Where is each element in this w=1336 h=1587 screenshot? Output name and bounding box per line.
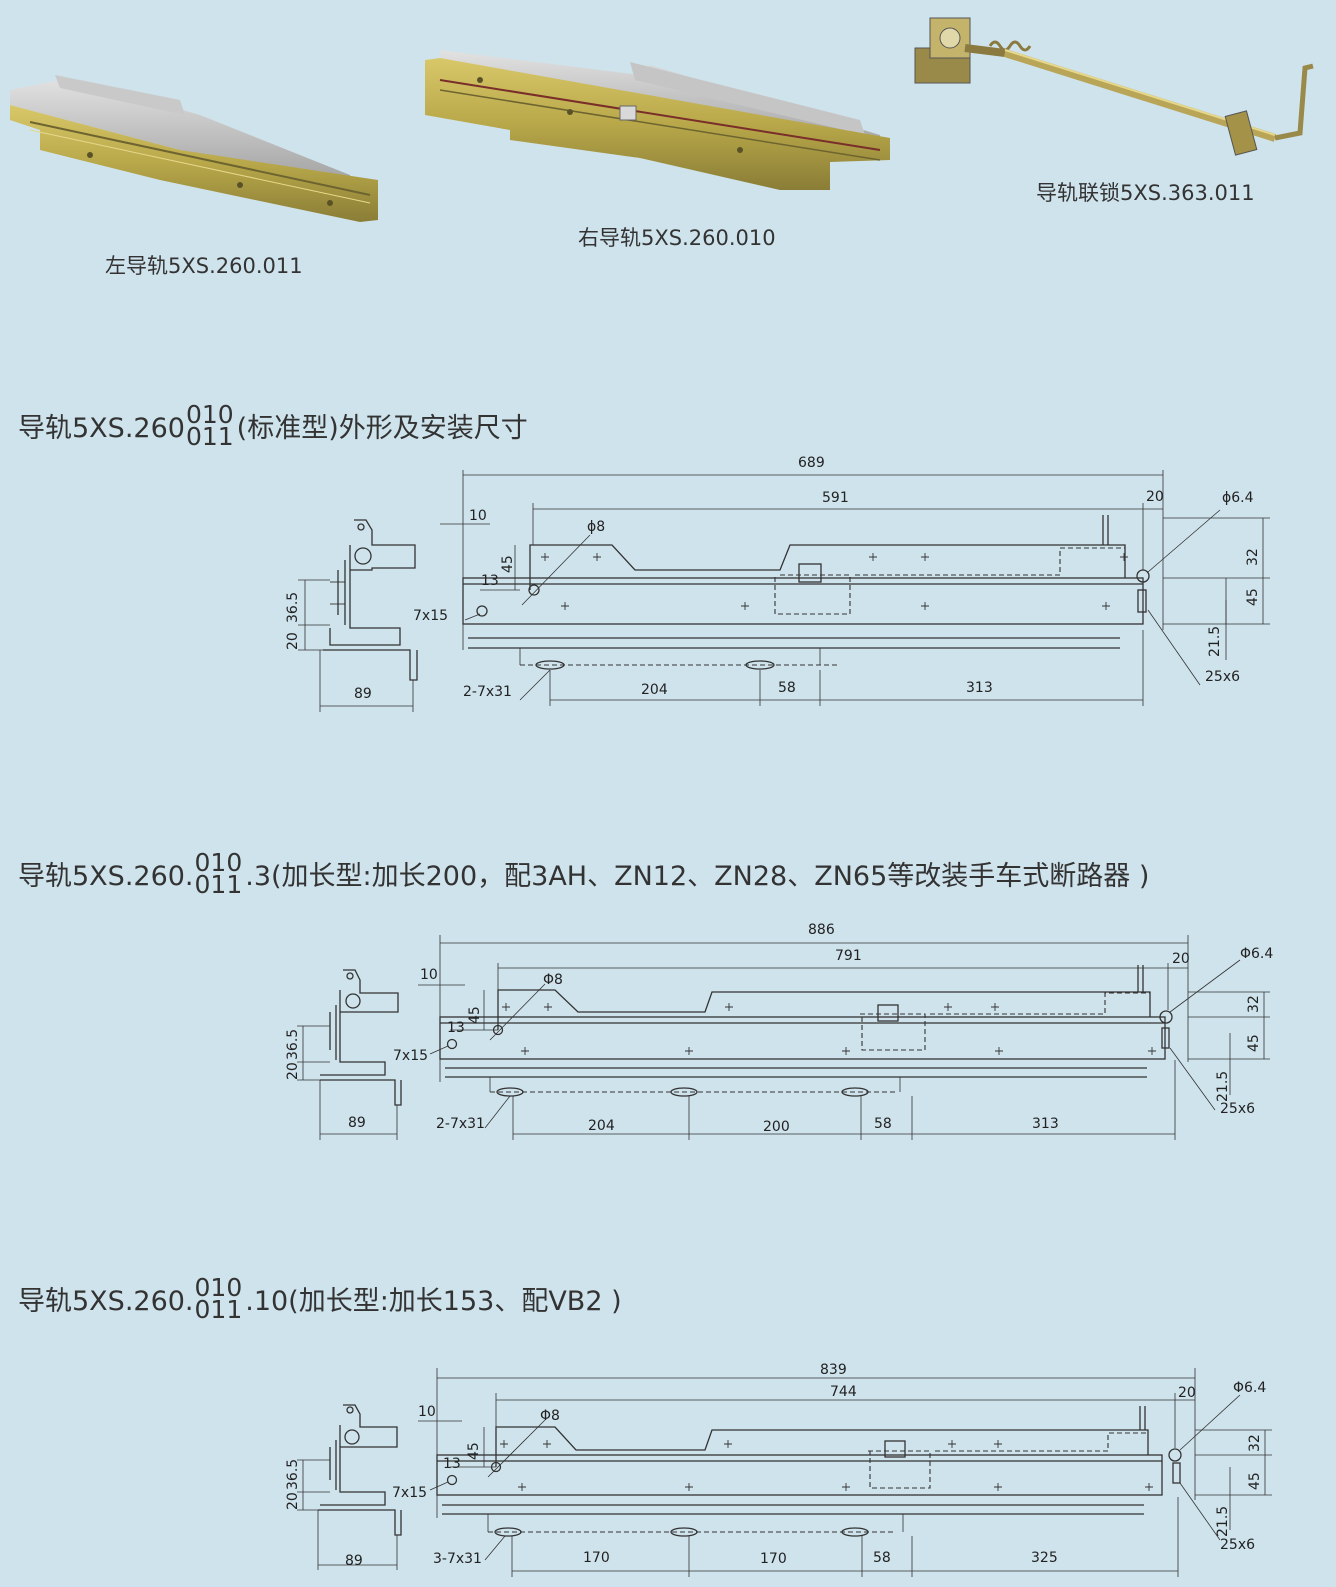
section-1-dim-left-off: 10 [469, 508, 487, 524]
section-3-dim-inner: 744 [830, 1384, 857, 1400]
section-1-title-post: (标准型)外形及安装尺寸 [236, 413, 528, 444]
section-1-dim-h32: 32 [1245, 548, 1261, 566]
section-2-dim-overall: 886 [808, 922, 835, 938]
section-2-dim-h45: 45 [467, 1006, 483, 1024]
section-2-dim-h32: 32 [1246, 995, 1262, 1013]
section-3-rail [436, 1406, 1182, 1537]
section-2-side-a: 20 [285, 1062, 301, 1080]
section-1-dim-slot-left: 7x15 [413, 608, 448, 624]
section-2-drawing: 20 36.5 89 [285, 922, 1273, 1140]
section-1-dim-spacing-1: 204 [641, 682, 668, 698]
section-1-dim-spacing-3: 313 [966, 680, 993, 696]
section-1-side-b: 36.5 [285, 592, 301, 623]
section-1-dim-inner: 591 [822, 490, 849, 506]
section-1-title-pre: 导轨5XS.260 [18, 413, 185, 444]
section-2-title: 导轨5XS.260. 010 011 .3(加长型:加长200，配3AH、ZN1… [18, 848, 1150, 899]
right-rail-photo [425, 50, 890, 190]
section-2-title-pre: 导轨5XS.260. [18, 861, 194, 892]
section-3-dim-spacing-4: 325 [1031, 1550, 1058, 1566]
section-2-dim-inner: 791 [835, 948, 862, 964]
section-3-dim-h215: 21.5 [1215, 1506, 1231, 1537]
section-3-dim-right-off: 20 [1178, 1385, 1196, 1401]
section-2-dim-pin-dia: Φ8 [543, 972, 563, 988]
left-rail-caption: 左导轨5XS.260.011 [105, 254, 303, 278]
section-2-dim-hole-dia: Φ6.4 [1240, 946, 1273, 962]
section-2-dim-spacing-3: 58 [874, 1116, 892, 1132]
section-2-side-w: 89 [348, 1115, 366, 1131]
section-1-title: 导轨5XS.260 010 011 (标准型)外形及安装尺寸 [18, 400, 528, 451]
section-3-title-pre: 导轨5XS.260. [18, 1286, 194, 1317]
rail-interlock-photo [914, 17, 1314, 156]
section-3-dim-h45b: 45 [1247, 1472, 1263, 1490]
section-1-dim-lines [440, 470, 1270, 706]
section-3-title-post: .10(加长型:加长153、配VB2 ) [245, 1286, 622, 1317]
section-2-fraction: 010 011 [194, 848, 243, 899]
section-3-side-b: 36.5 [285, 1459, 301, 1490]
section-3-dim-overall: 839 [820, 1362, 847, 1378]
section-2-side-b: 36.5 [285, 1029, 301, 1060]
section-3-dim-slot-left: 7x15 [392, 1485, 427, 1501]
section-2-title-post: .3(加长型:加长200，配3AH、ZN12、ZN28、ZN65等改装手车式断路… [245, 861, 1150, 892]
section-3-dim-lines [418, 1368, 1272, 1577]
section-1-dim-overall: 689 [798, 455, 825, 471]
section-1-dim-slots-bottom: 2-7x31 [463, 684, 512, 700]
left-rail-photo [10, 75, 378, 222]
right-rail-caption: 右导轨5XS.260.010 [578, 226, 776, 250]
section-2-dim-spacing-2: 200 [763, 1119, 790, 1135]
section-3-dim-spacing-2: 170 [760, 1551, 787, 1567]
section-3-dim-spacing-3: 58 [873, 1550, 891, 1566]
section-2-dim-slots-bottom: 2-7x31 [436, 1116, 485, 1132]
section-1-dim-h215: 21.5 [1207, 626, 1223, 657]
section-2-dim-h45b: 45 [1246, 1034, 1262, 1052]
section-3-frac-bottom: 011 [194, 1294, 243, 1324]
section-1-side-view [298, 519, 418, 712]
section-3-dim-h32: 32 [1247, 1434, 1263, 1452]
section-3-side-a: 20 [285, 1492, 301, 1510]
section-3-dim-hole-dia: Φ6.4 [1233, 1380, 1266, 1396]
section-1-dim-right-off: 20 [1146, 489, 1164, 505]
section-3-side-view [297, 1404, 402, 1570]
section-2-dim-left-off: 10 [420, 967, 438, 983]
section-1-dim-slot-right: 25x6 [1205, 669, 1240, 685]
section-3-dim-spacing-1: 170 [583, 1550, 610, 1566]
section-2-frac-bottom: 011 [194, 869, 243, 899]
section-3-side-w: 89 [345, 1553, 363, 1569]
section-1-dim-spacing-2: 58 [778, 680, 796, 696]
section-3-dim-h13: 13 [443, 1456, 461, 1472]
section-3-frac-top: 010 [194, 1273, 243, 1302]
section-2-dim-right-off: 20 [1172, 951, 1190, 967]
section-2-dim-lines [418, 935, 1270, 1140]
section-3-dim-slots-bottom: 3-7x31 [433, 1551, 482, 1567]
section-2-dim-h13: 13 [447, 1020, 465, 1036]
section-2-frac-top: 010 [194, 848, 243, 877]
section-2-dim-slot-right: 25x6 [1220, 1101, 1255, 1117]
section-1-dim-h45: 45 [500, 555, 516, 573]
section-1-dim-h45b: 45 [1245, 588, 1261, 606]
section-1-side-w: 89 [354, 686, 372, 702]
section-3-drawing: 20 36.5 89 [285, 1362, 1272, 1577]
section-1-dim-pin-dia: ϕ8 [587, 519, 605, 535]
section-2-side-view [297, 969, 402, 1140]
section-3-dim-slot-right: 25x6 [1220, 1537, 1255, 1553]
section-2-rail [439, 965, 1173, 1097]
section-1-frac-bottom: 011 [185, 421, 234, 451]
section-3-fraction: 010 011 [194, 1273, 243, 1324]
section-3-dim-left-off: 10 [418, 1404, 436, 1420]
section-2-dim-h215: 21.5 [1215, 1071, 1231, 1102]
section-1-fraction: 010 011 [185, 400, 234, 451]
section-1-rail [462, 515, 1150, 670]
section-3-dim-h45: 45 [466, 1442, 482, 1460]
section-3-title: 导轨5XS.260. 010 011 .10(加长型:加长153、配VB2 ) [18, 1273, 622, 1324]
section-1-side-a: 20 [285, 632, 301, 650]
section-1-dim-h13: 13 [481, 573, 499, 589]
section-1-drawing: 20 36.5 89 [285, 455, 1270, 712]
section-1-dim-hole-dia: ϕ6.4 [1222, 490, 1254, 506]
section-3-dim-pin-dia: Φ8 [540, 1408, 560, 1424]
section-2-dim-spacing-4: 313 [1032, 1116, 1059, 1132]
section-2-dim-slot-left: 7x15 [393, 1048, 428, 1064]
section-1-frac-top: 010 [185, 400, 234, 429]
section-2-dim-spacing-1: 204 [588, 1118, 615, 1134]
rail-interlock-caption: 导轨联锁5XS.363.011 [1036, 181, 1255, 205]
